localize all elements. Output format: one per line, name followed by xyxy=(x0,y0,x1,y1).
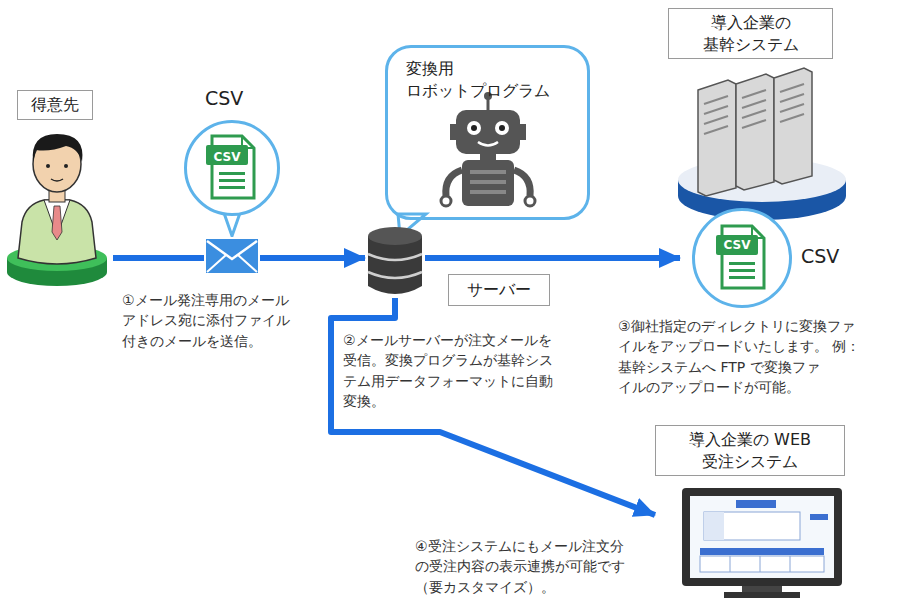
step-note: ②メールサーバーが注文メールを 受信。変換プログラムが基幹シス テム用データフォ… xyxy=(343,330,588,411)
bubble-title: 変換用 ロボットプログラム xyxy=(406,58,571,101)
speech-bubble: 変換用 ロボットプログラム xyxy=(385,45,590,220)
flow-arrow xyxy=(331,298,655,515)
robot-illustration xyxy=(398,92,535,236)
step-note: ①メール発注専用のメール アドレス宛に添付ファイル 付きのメールを送信。 xyxy=(122,290,327,351)
server-towers xyxy=(678,68,846,306)
node-label: サーバー xyxy=(448,274,550,306)
node-box: 導入企業の WEB 受注システム xyxy=(655,425,860,595)
server-cylinder xyxy=(368,227,422,294)
node-label: 導入企業の WEB 受注システム xyxy=(655,425,845,476)
file-format-label: CSV xyxy=(801,245,839,267)
node-label: 得意先 xyxy=(17,90,93,120)
callout-circle: CSVCSV xyxy=(184,120,280,216)
node-box: 得意先 xyxy=(5,88,113,288)
step-note: ③御社指定のディレクトリに変換ファ イルをアップロードいたします。 例：基幹シス… xyxy=(618,316,893,397)
node-box: サーバー xyxy=(365,224,425,298)
node-box: CSVCSV導入企業の 基幹システム xyxy=(680,8,860,320)
customer-figure xyxy=(7,134,107,286)
flow-arrow xyxy=(425,255,680,261)
node-label: 導入企業の 基幹システム xyxy=(668,8,833,59)
icon-label: CSV xyxy=(206,147,248,167)
callout-circle: CSVCSV xyxy=(692,208,792,308)
file-format-label: CSV xyxy=(205,87,243,109)
mail-callout xyxy=(185,121,279,274)
monitor xyxy=(682,488,842,598)
icon-label: CSV xyxy=(716,235,758,255)
step-note: ④受注システムにもメール注文分 の受注内容の表示連携が可能です （要カスタマイズ… xyxy=(415,536,660,597)
